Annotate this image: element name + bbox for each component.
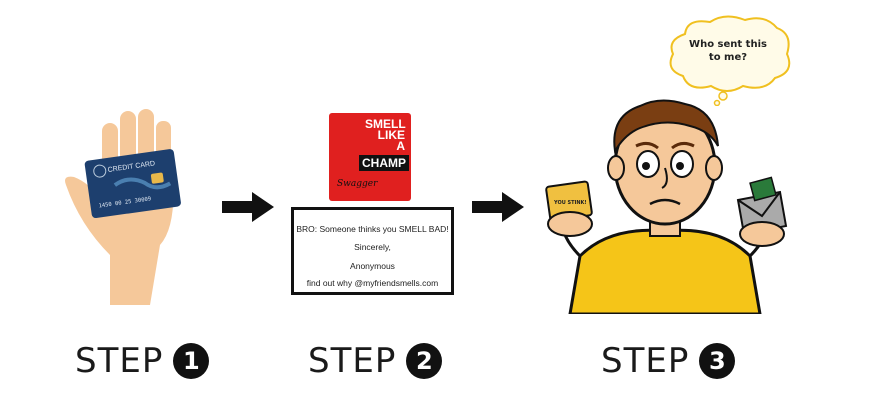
speech-line-1: Who sent this bbox=[689, 39, 767, 50]
note-line-2: Sincerely, bbox=[354, 242, 391, 252]
packet-line-3: A bbox=[396, 139, 405, 153]
speech-bubble-text: Who sent this to me? bbox=[683, 38, 773, 64]
step-2-number-badge: 2 bbox=[406, 343, 443, 379]
arrow-right-icon bbox=[472, 192, 524, 222]
arrow-right-icon bbox=[222, 192, 274, 222]
packet-brand: Swagger bbox=[337, 179, 378, 189]
step-1-label: STEP 1 bbox=[75, 341, 210, 381]
note-line-3: Anonymous bbox=[350, 261, 395, 271]
anonymous-note-card: BRO: Someone thinks you SMELL BAD! Since… bbox=[291, 207, 454, 295]
packet-line-2: LIKE bbox=[377, 128, 405, 142]
confused-man-illustration: YOU STINK! bbox=[545, 99, 788, 314]
packet-line-1: SMELL bbox=[365, 117, 406, 131]
small-note-in-hand: YOU STINK! bbox=[545, 180, 593, 237]
step-1-number-badge: 1 bbox=[173, 343, 210, 379]
smell-like-a-champ-packet: SMELL LIKE A CHAMP Swagger bbox=[329, 113, 411, 201]
speech-bubble bbox=[669, 15, 791, 106]
small-note-text: YOU STINK! bbox=[553, 200, 587, 206]
step-3-number-badge: 3 bbox=[699, 343, 736, 379]
step-1-text: STEP bbox=[75, 341, 164, 381]
packet-line-4: CHAMP bbox=[359, 155, 409, 171]
credit-card-icon: CREDIT CARD 1450 00 25 30009 bbox=[84, 149, 181, 219]
note-line-1: BRO: Someone thinks you SMELL BAD! bbox=[296, 224, 449, 234]
step-3-text: STEP bbox=[601, 341, 690, 381]
speech-line-2: to me? bbox=[708, 52, 748, 63]
step-2-text: STEP bbox=[308, 341, 397, 381]
hand-with-credit-card-illustration: CREDIT CARD 1450 00 25 30009 bbox=[65, 109, 181, 305]
note-line-4: find out why @myfriendsmells.com bbox=[306, 278, 439, 288]
step-2-label: STEP 2 bbox=[308, 341, 443, 381]
step-3-label: STEP 3 bbox=[601, 341, 736, 381]
envelope-icon bbox=[736, 176, 788, 247]
